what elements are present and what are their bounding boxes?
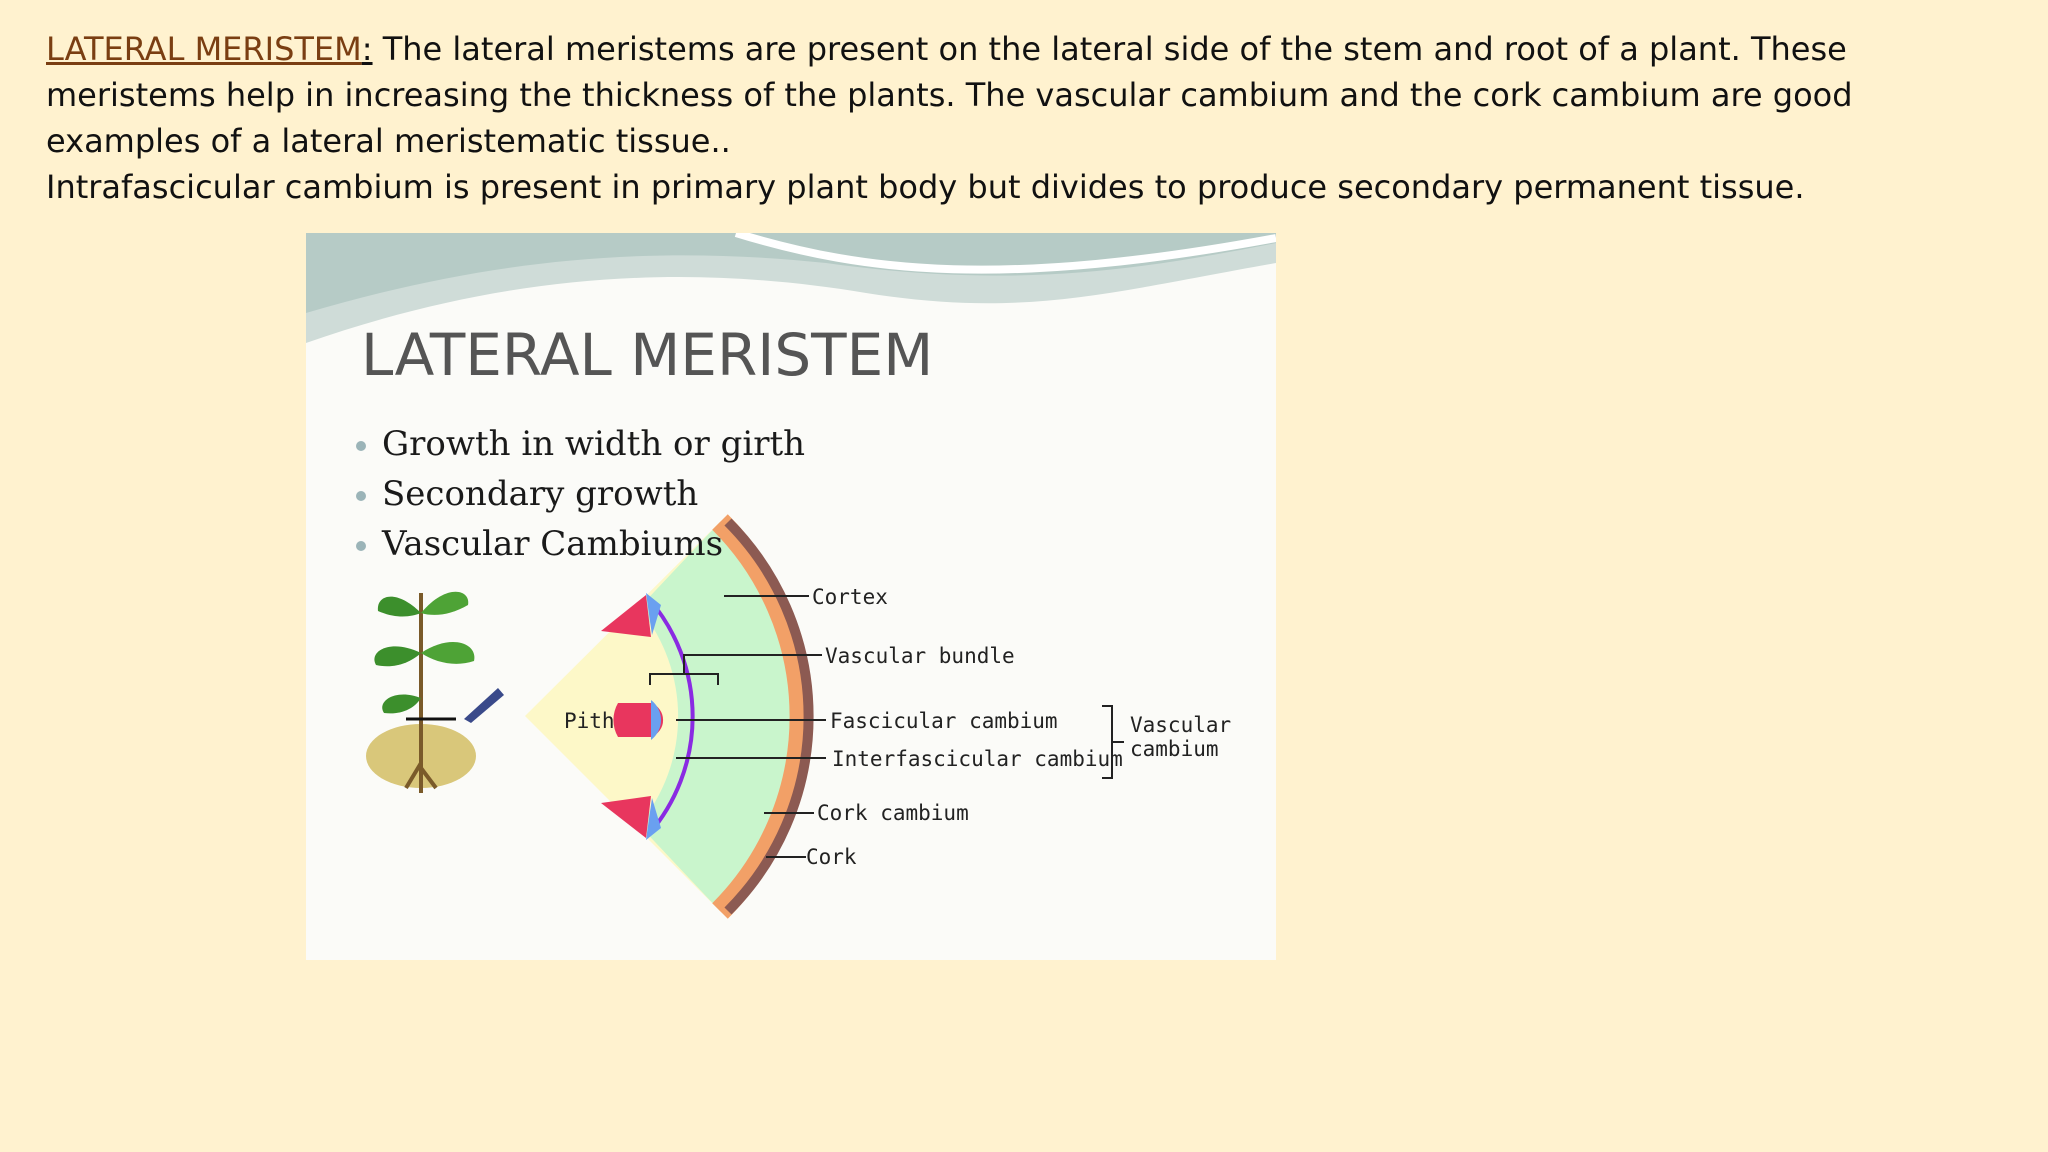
paragraph-1-text: The lateral meristems are present on the… — [46, 30, 1853, 160]
paragraph-lateral-meristem: LATERAL MERISTEM: The lateral meristems … — [46, 26, 2006, 164]
xylem-bottom — [646, 798, 661, 840]
slide-text: LATERAL MERISTEM: The lateral meristems … — [46, 26, 2006, 210]
bullet-item: Secondary growth — [356, 469, 805, 519]
bullet-item: Vascular Cambiums — [356, 519, 805, 569]
figure-bullet-list: Growth in width or girth Secondary growt… — [356, 419, 805, 569]
xylem-top — [646, 593, 661, 635]
label-interfascicular-cambium: Interfascicular cambium — [832, 747, 1123, 771]
label-vascular-cambium-1: Vascular — [1130, 713, 1231, 737]
figure-drawing: Pith Cortex Vascular bundle Fascicular c… — [306, 233, 1276, 919]
label-cork: Cork — [806, 845, 857, 869]
term-link: LATERAL MERISTEM — [46, 30, 362, 68]
xylem-middle — [651, 700, 661, 740]
header-wave-mid — [306, 233, 1276, 313]
label-cortex: Cortex — [812, 585, 888, 609]
plant-illustration — [366, 591, 504, 793]
bullet-item: Growth in width or girth — [356, 419, 805, 469]
lateral-meristem-figure: Pith Cortex Vascular bundle Fascicular c… — [306, 233, 1276, 960]
bullet-dot-icon — [356, 491, 366, 501]
header-wave-highlight — [734, 233, 1276, 274]
label-fascicular-cambium: Fascicular cambium — [830, 709, 1058, 733]
term-colon: : — [361, 30, 373, 68]
bullet-dot-icon — [356, 541, 366, 551]
label-cork-cambium: Cork cambium — [817, 801, 969, 825]
label-vascular-cambium-2: cambium — [1130, 737, 1219, 761]
paragraph-intrafascicular: Intrafascicular cambium is present in pr… — [46, 168, 1805, 206]
phloem-middle — [613, 703, 664, 737]
cork-cambium-band — [712, 514, 812, 919]
cambium-line — [647, 597, 695, 836]
figure-title: LATERAL MERISTEM — [361, 321, 934, 389]
phloem-top — [601, 595, 651, 637]
bullet-dot-icon — [356, 441, 366, 451]
leader-lines — [676, 595, 1124, 858]
cortex-region — [639, 522, 801, 911]
cork-band — [724, 518, 814, 915]
phloem-bottom — [601, 796, 651, 838]
label-pith: Pith — [564, 709, 615, 733]
label-vascular-bundle: Vascular bundle — [825, 644, 1015, 668]
